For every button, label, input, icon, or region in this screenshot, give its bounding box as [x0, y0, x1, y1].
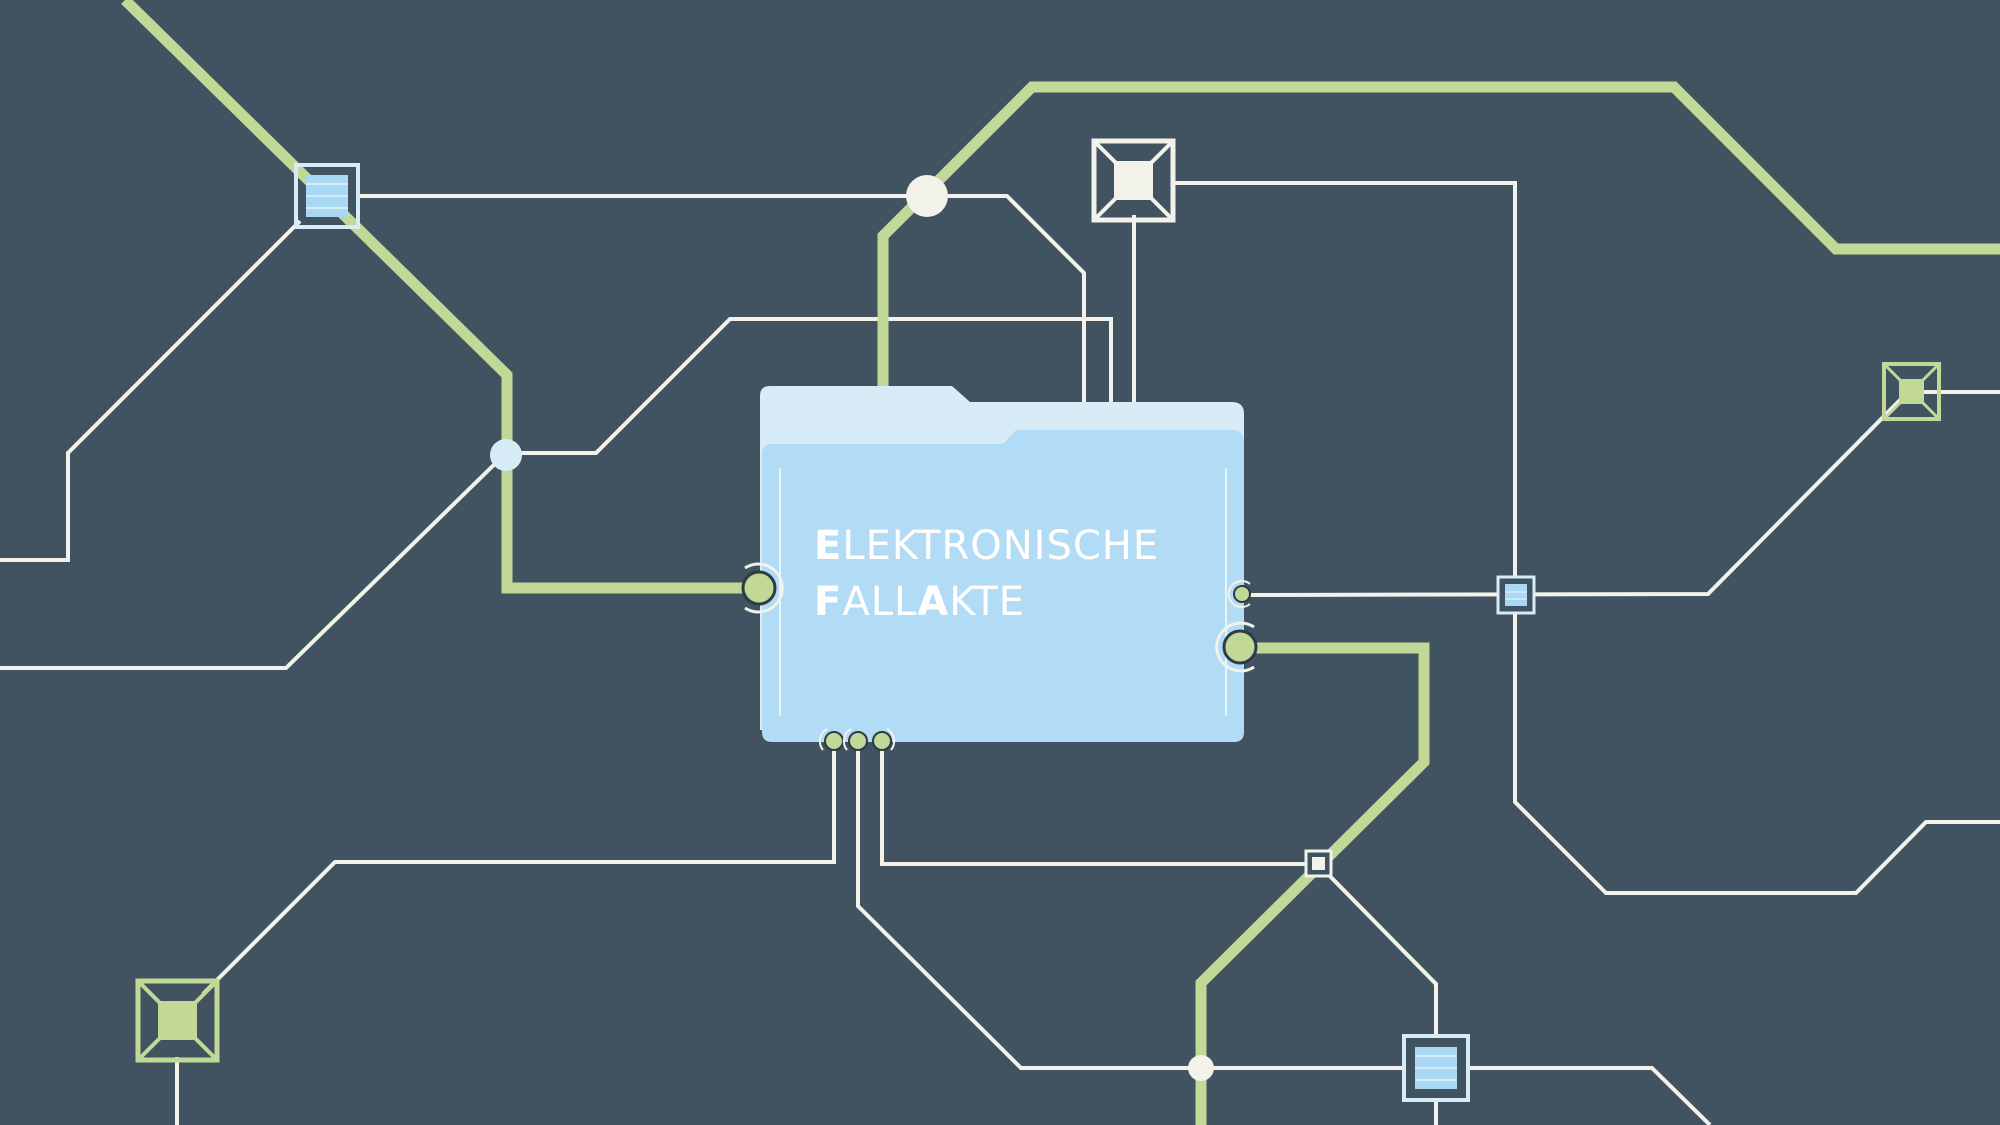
junction-dot-bottom — [1188, 1055, 1214, 1081]
green-trace-top — [877, 81, 2000, 443]
trace-top-left-to-hub — [356, 194, 1086, 427]
junction-dot-left — [490, 439, 522, 471]
folder-icon — [760, 386, 1244, 742]
junction-dot-top — [906, 175, 948, 217]
trace-bottom-left — [201, 742, 836, 996]
chip-node-bottom-left — [135, 978, 220, 1063]
green-trace-bottom — [1195, 642, 1430, 1125]
chip-node-mid-right — [1496, 575, 1536, 615]
folder-title-line-2: FALLAKTE — [814, 579, 1025, 625]
chip-node-top-center — [1091, 138, 1176, 223]
trace-chip-right — [1174, 181, 2000, 895]
trace-folder-right — [1241, 390, 2000, 597]
folder-connectors — [741, 562, 1258, 751]
title-line-2-mid: ALL — [842, 579, 917, 625]
chip-node-small-bottom — [1304, 849, 1333, 878]
title-line-1-initial: E — [814, 523, 842, 569]
connector-right-small — [1227, 580, 1251, 608]
connector-left — [741, 562, 784, 614]
connector-right-large — [1215, 621, 1258, 673]
trace-left-zigzag — [0, 219, 302, 562]
trace-bottom-far-right — [1470, 1066, 1712, 1125]
title-line-1-rest: LEKTRONISCHE — [842, 523, 1159, 569]
connector-bottom-2 — [842, 728, 868, 751]
trace-left-bottom — [0, 451, 508, 670]
title-line-2-bold-a: A — [917, 579, 949, 625]
folder-title-line-1: ELEKTRONISCHE — [814, 523, 1159, 569]
connector-bottom-1 — [818, 728, 844, 751]
connector-bottom-3 — [872, 728, 896, 751]
chip-node-top-left — [294, 163, 360, 229]
trace-mid-upper — [506, 317, 1113, 455]
title-line-2-initial: F — [814, 579, 842, 625]
title-line-2-rest: KTE — [949, 579, 1025, 625]
folder-front — [762, 430, 1244, 742]
chip-node-bottom-right — [1402, 1034, 1470, 1102]
chip-node-right — [1882, 362, 1941, 421]
